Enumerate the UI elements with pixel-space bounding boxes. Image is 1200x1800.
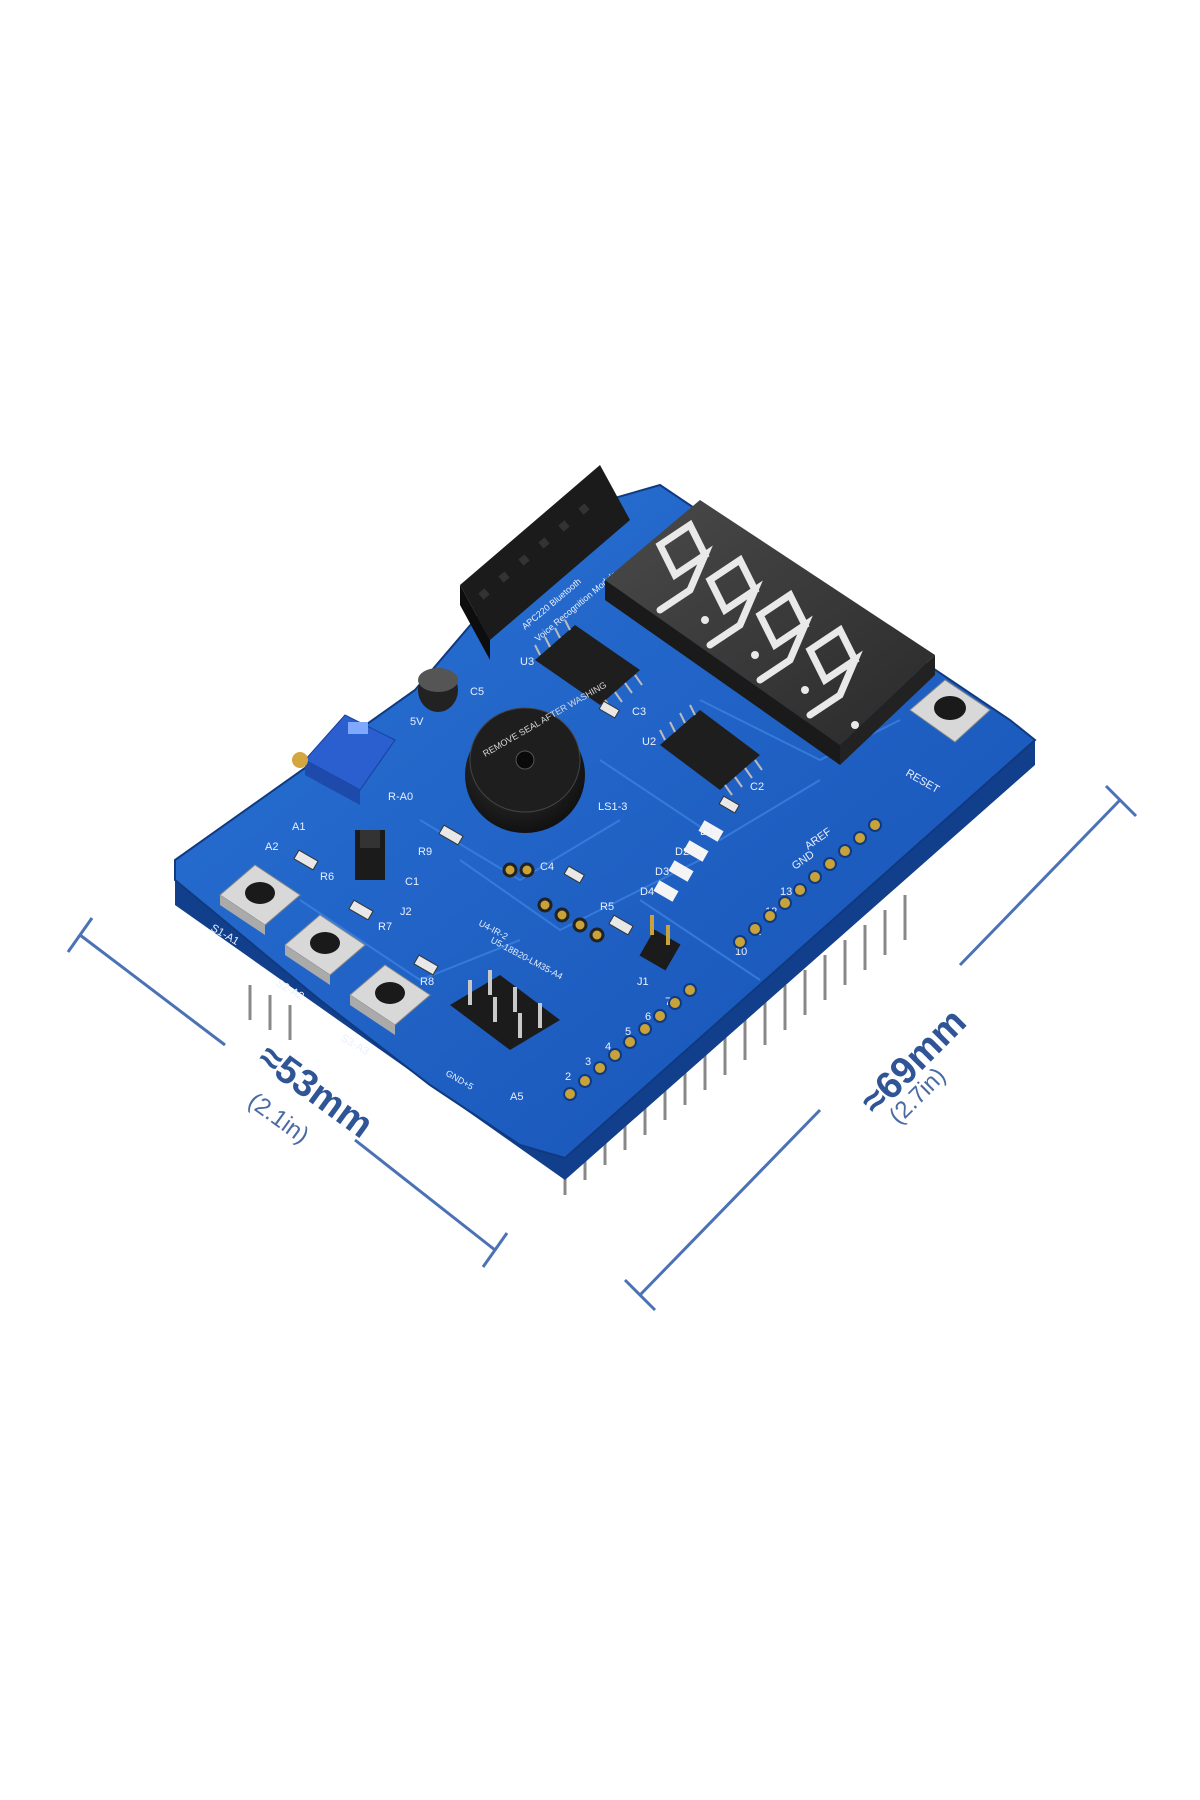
display-digits	[655, 519, 863, 719]
pin6-label: 6	[645, 1011, 651, 1023]
c5-label: C5	[470, 686, 484, 698]
pcb-traces	[299, 699, 901, 982]
c4-label: C4	[540, 861, 554, 873]
reset-button[interactable]	[909, 679, 991, 743]
a1-label: A1	[292, 821, 305, 833]
r7-label: R7	[378, 921, 392, 933]
c3-label: C3	[632, 706, 646, 718]
button-s1[interactable]	[219, 864, 301, 935]
sensor-sockets	[502, 862, 605, 943]
capacitor-c5	[418, 668, 458, 712]
j1-label: J1	[637, 976, 649, 988]
d2-label: D2	[675, 846, 689, 858]
c2-label: C2	[750, 781, 764, 793]
pin2-label: 2	[565, 1071, 571, 1083]
u3-label: U3	[520, 656, 534, 668]
r9-label: R9	[418, 846, 432, 858]
pin5-label: 5	[625, 1026, 631, 1038]
buzzer	[465, 707, 585, 833]
potentiometer[interactable]	[292, 714, 396, 805]
length-dimension-line	[623, 784, 1138, 1312]
5v-label: 5V	[410, 716, 424, 728]
button-s3[interactable]	[349, 964, 431, 1035]
bottom-header-pins	[248, 895, 907, 1195]
u2-label: U2	[642, 736, 656, 748]
pin4-label: 4	[605, 1041, 611, 1053]
leds	[653, 820, 724, 902]
seven-segment-display	[605, 500, 935, 765]
pin13-label: 13	[780, 886, 792, 898]
ic-u2	[659, 704, 763, 796]
pot-label: R-A0	[388, 791, 413, 803]
pin7-label: 7	[665, 996, 671, 1008]
pin-pads	[563, 818, 882, 1101]
smd-components	[293, 700, 740, 976]
c1-label: C1	[405, 876, 419, 888]
r8-label: R8	[420, 976, 434, 988]
ic-u3	[534, 619, 643, 711]
r5-label: R5	[600, 901, 614, 913]
width-dimension-line	[66, 917, 509, 1268]
d4-label: D4	[640, 886, 654, 898]
pin10-label: 10	[735, 946, 747, 958]
jumper-j1[interactable]	[639, 915, 681, 971]
j2-label: J2	[400, 906, 412, 918]
jumper-j2[interactable]	[355, 830, 385, 880]
apc220-header	[460, 465, 630, 660]
a2-label: A2	[265, 841, 278, 853]
d1-label: D1	[700, 826, 714, 838]
pin3-label: 3	[585, 1056, 591, 1068]
r6-label: R6	[320, 871, 334, 883]
a5-label: A5	[510, 1091, 523, 1103]
male-header	[450, 970, 560, 1050]
button-s2[interactable]	[284, 914, 366, 985]
ls1-label: LS1-3	[598, 801, 627, 813]
d3-label: D3	[655, 866, 669, 878]
